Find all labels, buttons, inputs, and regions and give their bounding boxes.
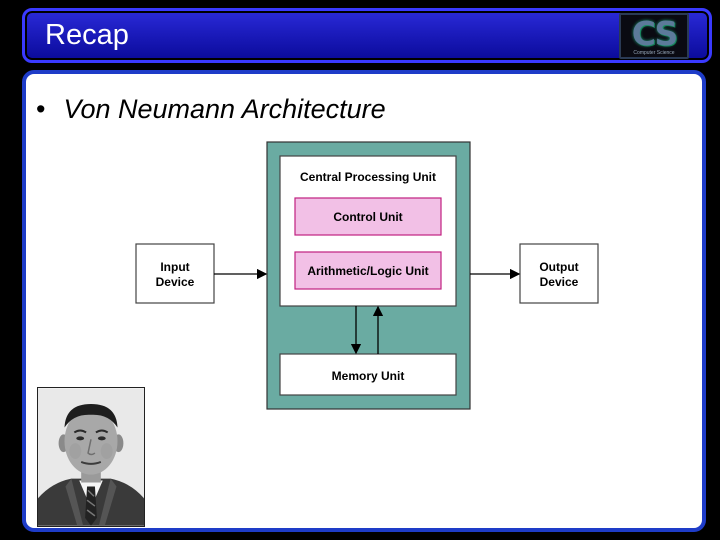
alu-box <box>294 251 442 290</box>
bullet-text: Von Neumann Architecture <box>63 94 386 124</box>
cs-logo: CS Computer Science <box>619 13 689 59</box>
title-bar: Recap CS Computer Science <box>22 8 712 63</box>
portrait-photo <box>37 387 145 527</box>
output-device-box <box>519 243 599 304</box>
logo-subtext: Computer Science <box>633 50 675 56</box>
von-neumann-diagram <box>135 141 599 410</box>
cpu-label: Central Processing Unit <box>299 170 437 184</box>
input-device-box <box>135 243 215 304</box>
alu-label: Arithmetic/Logic Unit <box>307 264 429 278</box>
logo-text: CS <box>631 14 679 53</box>
output-device-label: Output Device <box>539 260 579 289</box>
memory-unit-label: Memory Unit <box>331 369 405 383</box>
input-device-label: Input Device <box>155 260 195 289</box>
control-unit-box <box>294 197 442 236</box>
control-unit-label: Control Unit <box>333 210 403 224</box>
memory-unit-box <box>279 353 457 396</box>
bullet-item: • Von Neumann Architecture <box>36 94 386 125</box>
bullet-symbol: • <box>36 94 46 124</box>
slide-title: Recap <box>45 19 129 51</box>
slide-content: • Von Neumann Architecture Central Proces… <box>22 70 706 532</box>
